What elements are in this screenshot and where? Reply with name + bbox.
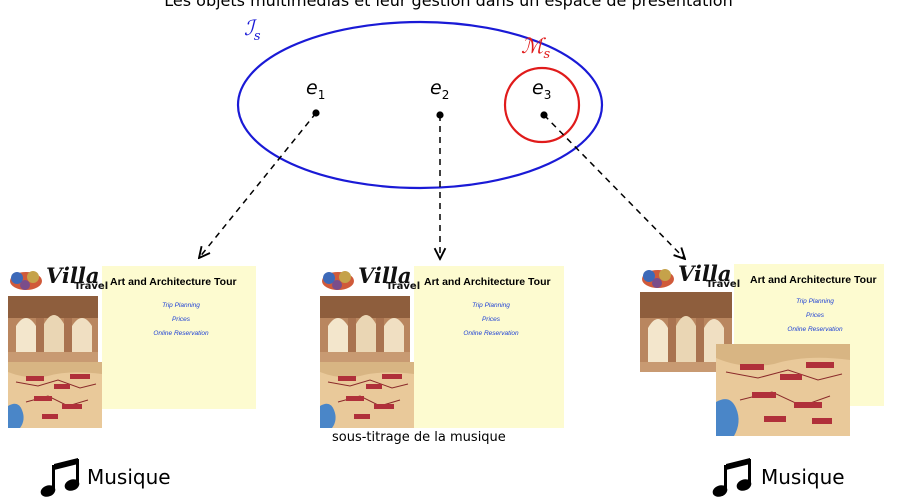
element-e2-label: e2 [430,77,450,102]
page-panel [414,266,564,428]
logo-villa-travel: Villa Travel [8,263,108,294]
header-text: Les objets multimédias et leur gestion d… [164,0,733,10]
set-M-label: ℳs [521,34,551,63]
music-note-icon [40,458,80,497]
set-I-ellipse [236,20,604,190]
logo-word: Villa [678,261,732,286]
menu-trip-planning[interactable]: Trip Planning [472,302,510,309]
logo-word: Villa [358,263,412,288]
audio-label-left: Musique [87,465,171,489]
logo-word: Villa [46,263,100,288]
architecture-photo [8,296,98,362]
arrow-e1 [199,112,317,258]
menu-trip-planning[interactable]: Trip Planning [162,302,200,309]
map-image [716,344,850,436]
logo-emblem-icon [322,271,354,290]
element-e3-label: e3 [532,77,552,102]
music-note-icon [712,458,752,497]
tour-title: Art and Architecture Tour [424,276,551,288]
audio-label-right: Musique [761,465,845,489]
logo-sub: Travel [386,281,421,292]
page-thumbnail-left: Villa Travel Art and Architecture Tour T… [8,263,256,428]
logo-emblem-icon [642,269,674,288]
element-e1-label: e1 [306,77,326,102]
tour-title: Art and Architecture Tour [110,276,237,288]
architecture-photo [320,296,410,362]
menu-online-reservation[interactable]: Online Reservation [787,326,843,333]
subtitle-caption: sous-titrage de la musique [332,430,506,445]
logo-villa-travel: Villa Travel [640,261,740,292]
logo-villa-travel: Villa Travel [320,263,420,294]
set-M-circle [503,66,581,144]
menu-prices[interactable]: Prices [481,316,501,323]
tour-title: Art and Architecture Tour [750,274,877,286]
logo-sub: Travel [706,279,741,290]
menu-online-reservation[interactable]: Online Reservation [463,330,519,337]
map-image [320,362,414,428]
logo-sub: Travel [74,281,109,292]
page-thumbnail-right: Villa Travel Art and Architecture Tour T… [640,261,890,436]
menu-trip-planning[interactable]: Trip Planning [796,298,834,305]
page-panel [102,266,256,409]
map-image [8,362,102,428]
logo-emblem-icon [10,271,42,290]
menu-prices[interactable]: Prices [171,316,191,323]
set-I-label: ℐs [244,16,261,45]
menu-prices[interactable]: Prices [805,312,825,319]
arrow-e3 [543,114,685,259]
page-thumbnail-middle: Villa Travel Art and Architecture Tour T… [320,263,564,428]
menu-online-reservation[interactable]: Online Reservation [153,330,209,337]
